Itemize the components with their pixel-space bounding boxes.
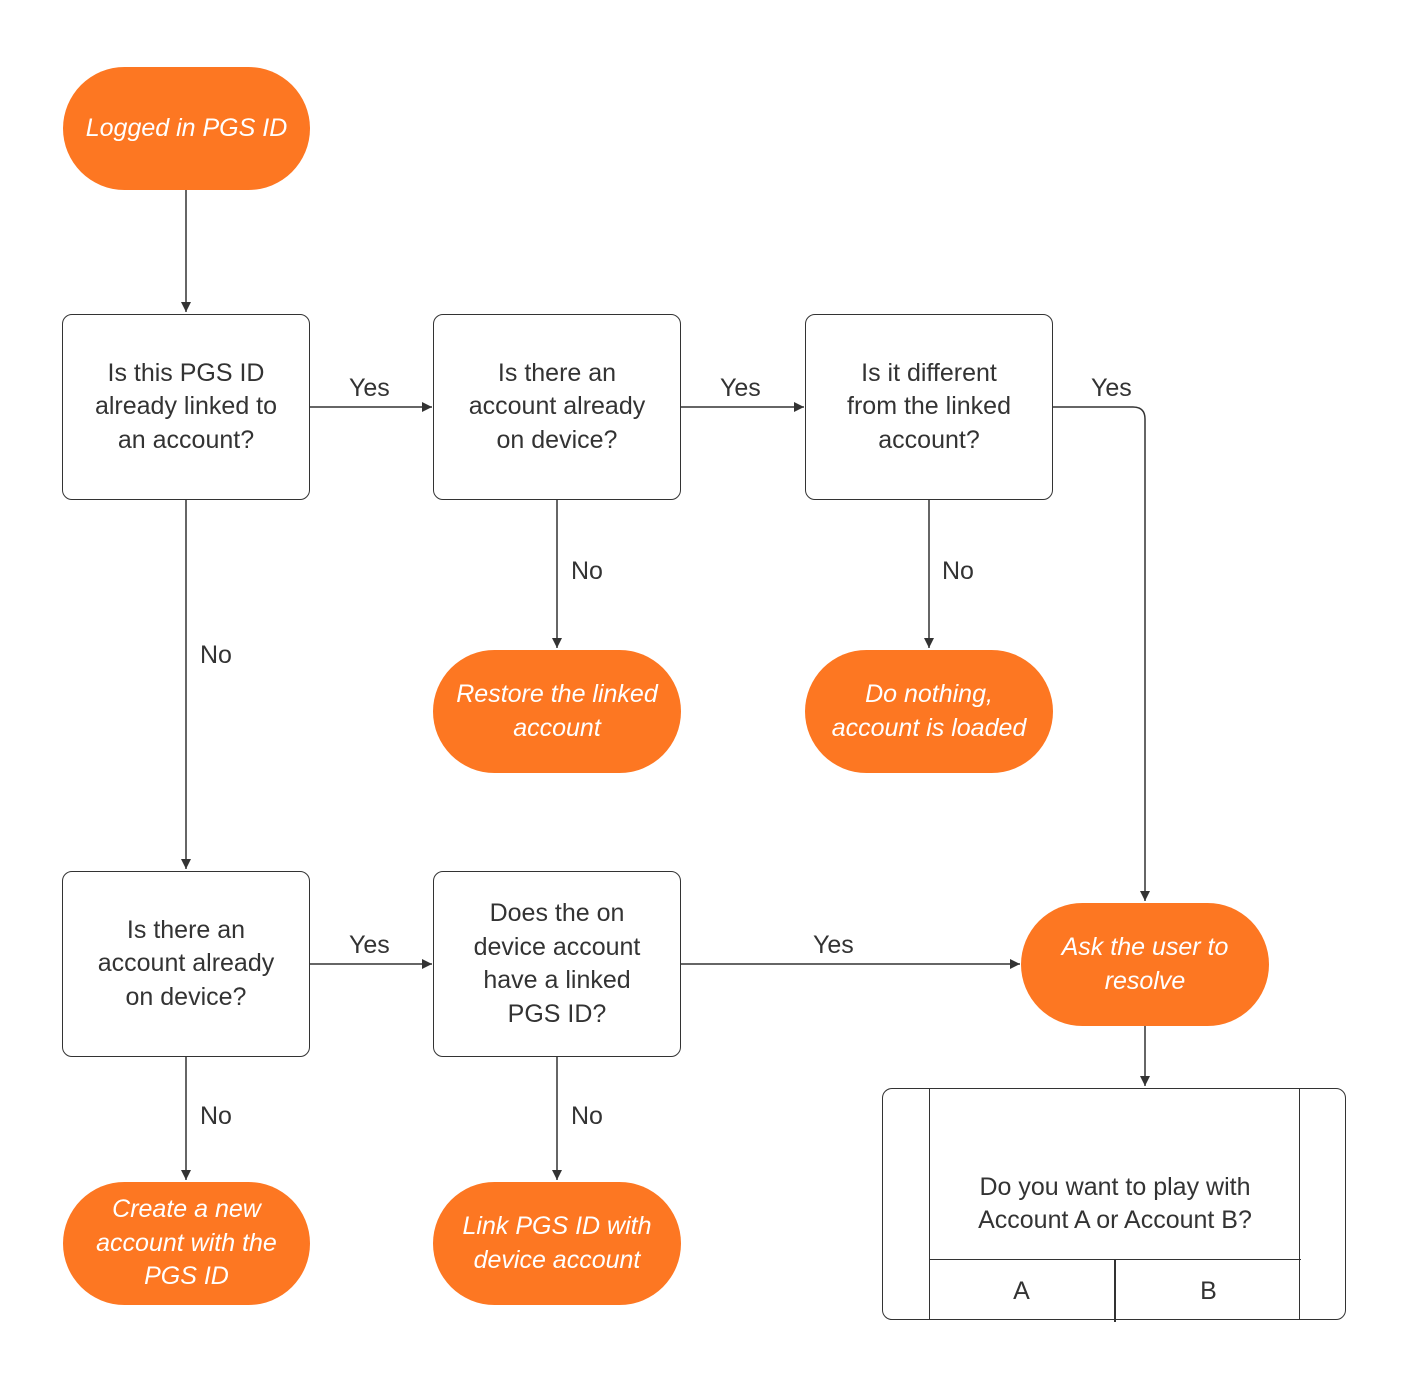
- label-different-no: No: [942, 557, 974, 585]
- option-a-button[interactable]: A: [1013, 1276, 1030, 1305]
- terminal-link-pgs-id: Link PGS ID with device account: [433, 1182, 681, 1305]
- dialog-left-border: [929, 1089, 930, 1319]
- label-has-linked-yes: Yes: [813, 931, 854, 959]
- decision-pgs-id-linked: Is this PGS ID already linked to an acco…: [62, 314, 310, 500]
- decision-account-on-device-1: Is there an account already on device?: [433, 314, 681, 500]
- label-linked-yes: Yes: [349, 374, 390, 402]
- choice-dialog: Do you want to play with Account A or Ac…: [882, 1088, 1346, 1322]
- label-has-linked-no: No: [571, 1102, 603, 1130]
- label-device2-no: No: [200, 1102, 232, 1130]
- label-different-yes: Yes: [1091, 374, 1132, 402]
- dialog-right-border: [1299, 1089, 1300, 1319]
- edge-different-yes: [1052, 406, 1150, 901]
- terminal-restore-linked: Restore the linked account: [433, 650, 681, 773]
- dialog-message: Do you want to play with Account A or Ac…: [978, 1172, 1252, 1235]
- label-device1-yes: Yes: [720, 374, 761, 402]
- decision-different-from-linked: Is it different from the linked account?: [805, 314, 1053, 500]
- terminal-create-new-account: Create a new account with the PGS ID: [63, 1182, 310, 1305]
- label-device2-yes: Yes: [349, 931, 390, 959]
- dialog-button-row: A B: [929, 1259, 1301, 1322]
- decision-device-has-linked-id: Does the on device account have a linked…: [433, 871, 681, 1057]
- start-terminal: Logged in PGS ID: [63, 67, 310, 190]
- option-b-button[interactable]: B: [1114, 1260, 1301, 1322]
- terminal-ask-user: Ask the user to resolve: [1021, 903, 1269, 1026]
- decision-account-on-device-2: Is there an account already on device?: [62, 871, 310, 1057]
- terminal-do-nothing: Do nothing, account is loaded: [805, 650, 1053, 773]
- label-linked-no: No: [200, 641, 232, 669]
- label-device1-no: No: [571, 557, 603, 585]
